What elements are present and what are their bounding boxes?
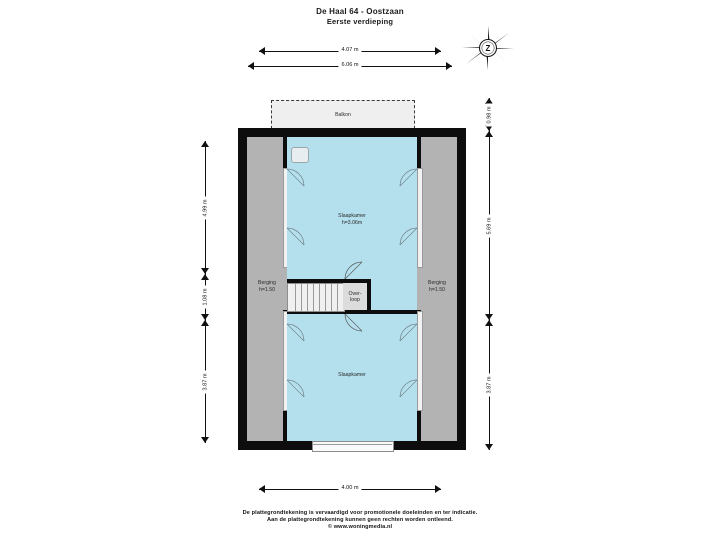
dimension-top-inner: 4.07 m	[259, 46, 441, 57]
floorplan-body: Berging h=1.50 Berging h=1.50 Slaapkamer…	[238, 128, 466, 452]
arrow-left-icon	[259, 485, 265, 493]
footer-line-2: Aan de plattegrondtekening kunnen geen r…	[267, 517, 453, 523]
room-label-bedroom-north: Slaapkamer	[338, 213, 366, 219]
arrow-up-icon	[485, 131, 493, 137]
dimension-label: 6.06 m	[338, 61, 362, 70]
arrow-down-icon	[201, 268, 209, 274]
window-south	[312, 441, 394, 452]
dimension-left-3: 3.87 m	[201, 320, 211, 443]
kneewall-glass-east-lower	[417, 311, 423, 411]
dimension-label: 3.87 m	[485, 373, 495, 397]
dimension-right-2: 5.69 m	[485, 131, 495, 320]
dimension-top-outer: 6.06 m	[248, 61, 452, 72]
room-label-storage-west: Berging	[258, 280, 276, 286]
arrow-up-icon	[201, 141, 209, 147]
page-subtitle: Eerste verdieping	[326, 17, 394, 26]
page-title: De Haal 64 - Oostzaan	[316, 7, 404, 16]
arrow-down-icon	[485, 125, 493, 131]
arrow-down-icon	[485, 444, 493, 450]
wall-east	[457, 128, 466, 450]
room-height-storage-east: h=1.50	[428, 287, 445, 293]
dimension-label: 4.07 m	[338, 46, 362, 55]
room-label-bedroom-south: Slaapkamer	[338, 372, 366, 378]
dimension-label: 0.98 m	[485, 102, 495, 127]
dimension-label: 1.08 m	[201, 285, 211, 309]
arrow-down-icon	[201, 314, 209, 320]
arrow-up-icon	[201, 320, 209, 326]
stairwell-wall-right	[367, 279, 371, 314]
arrow-right-icon	[435, 47, 441, 55]
window-south-mullion	[312, 444, 392, 445]
room-height-storage-west: h=1.50	[258, 287, 275, 293]
arrow-up-icon	[201, 274, 209, 280]
arrow-up-icon	[485, 98, 493, 104]
wall-north	[238, 128, 466, 137]
wall-west	[238, 128, 247, 450]
compass-rose: Z	[462, 26, 514, 70]
arrow-down-icon	[485, 314, 493, 320]
closet-box	[291, 147, 309, 163]
footer-line-1: De plattegrondtekening is vervaardigd vo…	[242, 510, 478, 516]
dimension-label: 3.87 m	[201, 369, 211, 394]
dimension-label: 4.99 m	[201, 195, 211, 220]
arrow-down-icon	[201, 437, 209, 443]
room-bedroom-south: Slaapkamer	[287, 314, 417, 441]
arrow-right-icon	[446, 62, 452, 70]
stairwell-wall-bottom	[287, 310, 417, 314]
dimension-right-1: 0.98 m	[485, 98, 495, 131]
room-landing: Over- loop	[343, 283, 367, 310]
dimension-label: 5.69 m	[485, 213, 495, 238]
dimension-left-1: 4.99 m	[201, 141, 211, 274]
room-storage-east: Berging h=1.50	[417, 137, 457, 441]
dimension-right-3: 3.87 m	[485, 320, 495, 450]
room-height-bedroom-north: h=3.06m	[341, 220, 363, 226]
arrow-left-icon	[248, 62, 254, 70]
room-storage-west: Berging h=1.50	[247, 137, 287, 441]
room-label-landing: Over-	[348, 291, 362, 297]
stairwell-wall-top	[287, 279, 371, 283]
dimension-bottom: 4.00 m	[259, 484, 441, 495]
footer-line-3: © www.woningmedia.nl	[327, 524, 393, 530]
staircase	[287, 283, 345, 312]
bedroom-east-strip	[371, 279, 417, 314]
room-label-balcony: Balkon	[335, 112, 351, 118]
dimension-label: 4.00 m	[338, 484, 362, 493]
arrow-right-icon	[435, 485, 441, 493]
room-label-storage-east: Berging	[428, 280, 446, 286]
arrow-up-icon	[485, 320, 493, 326]
room-label-landing-2: loop	[350, 297, 360, 303]
compass-label: Z	[486, 44, 491, 53]
kneewall-glass-east-upper	[417, 168, 423, 268]
dimension-left-2: 1.08 m	[201, 274, 211, 320]
arrow-left-icon	[259, 47, 265, 55]
